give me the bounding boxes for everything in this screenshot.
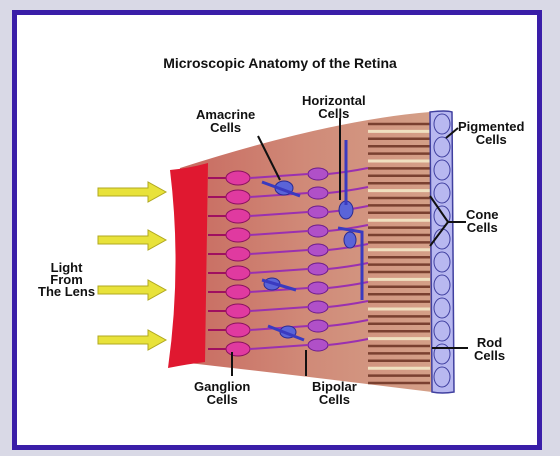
ganglion-cell [226,228,250,242]
light-arrow [98,330,166,350]
ganglion-cell [226,247,250,261]
diagram-title: Microscopic Anatomy of the Retina [0,55,560,71]
bipolar-cell [308,206,328,218]
light-arrow [98,280,166,300]
ganglion-cell [226,285,250,299]
ganglion-cell [226,171,250,185]
ganglion-cell [226,304,250,318]
bipolar-cell [308,187,328,199]
bipolar-cell [308,225,328,237]
bipolar-cell [308,320,328,332]
bipolar-cell [308,263,328,275]
bipolar-cell [308,301,328,313]
bipolar-cell [308,339,328,351]
horizontal-cell [344,232,356,248]
ganglion-cell [226,209,250,223]
light-arrow [98,182,166,202]
ganglion-cell [226,342,250,356]
light-arrow [98,230,166,250]
ganglion-cell [226,190,250,204]
ganglion-cell [226,266,250,280]
pigmented-layer [430,111,454,393]
bipolar-cell [308,244,328,256]
bipolar-cell [308,282,328,294]
nerve-fiber-layer [168,163,208,368]
bipolar-cell [308,168,328,180]
ganglion-cell [226,323,250,337]
light-arrows [98,182,166,350]
